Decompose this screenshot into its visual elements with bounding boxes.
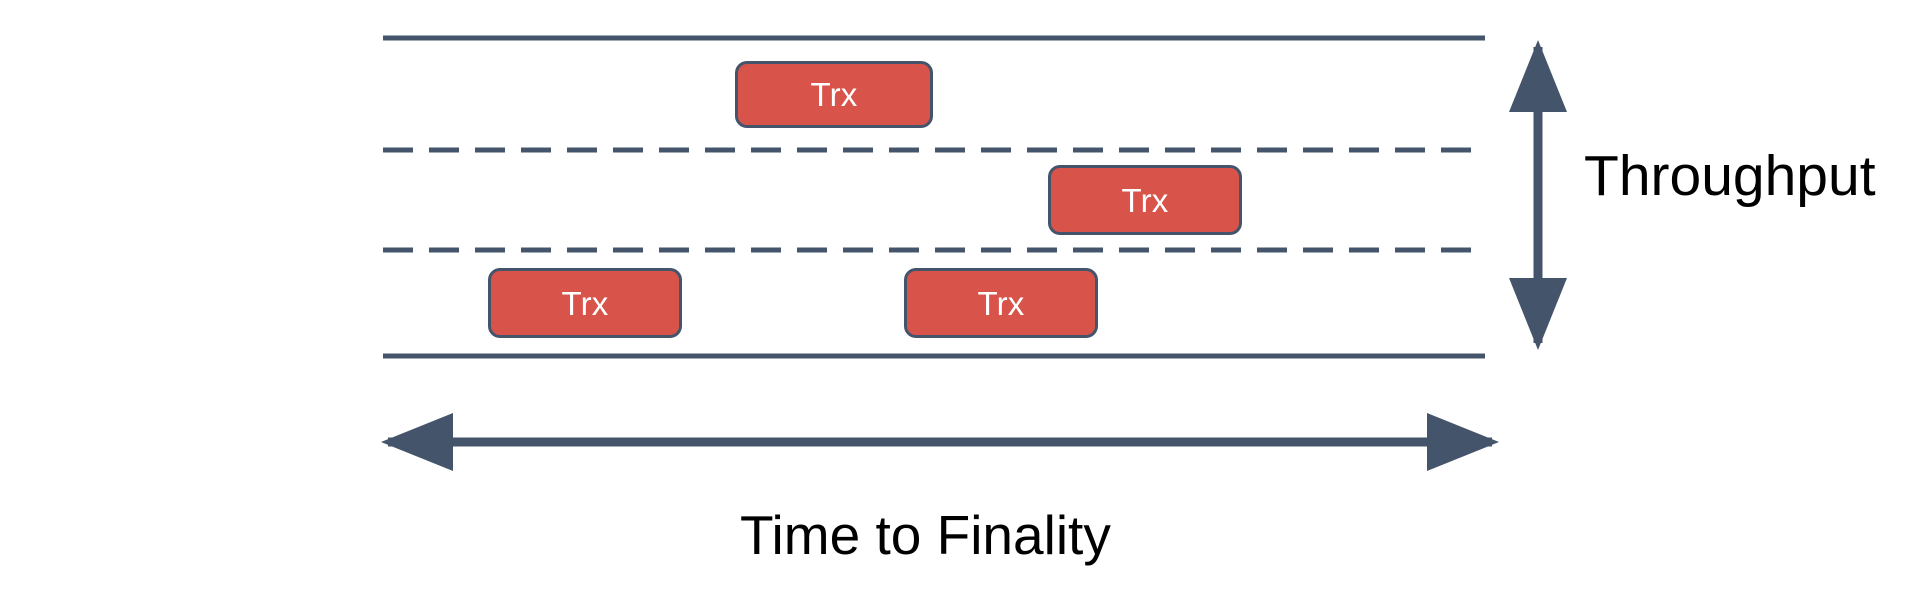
transaction-box-label: Trx (810, 76, 858, 113)
transaction-box-label: Trx (561, 284, 609, 322)
lane-lines-group (383, 35, 1485, 359)
transaction-box[interactable]: Trx (1048, 165, 1242, 235)
transaction-box-label: Trx (977, 284, 1025, 322)
time-to-finality-arrow-icon (381, 413, 1499, 471)
throughput-arrow-icon (1509, 40, 1567, 350)
transaction-box-label: Trx (1121, 181, 1169, 219)
transaction-box[interactable]: Trx (904, 268, 1098, 338)
time-to-finality-axis-label: Time to Finality (740, 504, 1111, 566)
transaction-box[interactable]: Trx (735, 61, 933, 128)
transaction-box[interactable]: Trx (488, 268, 682, 338)
throughput-axis-label: Throughput (1584, 144, 1876, 208)
